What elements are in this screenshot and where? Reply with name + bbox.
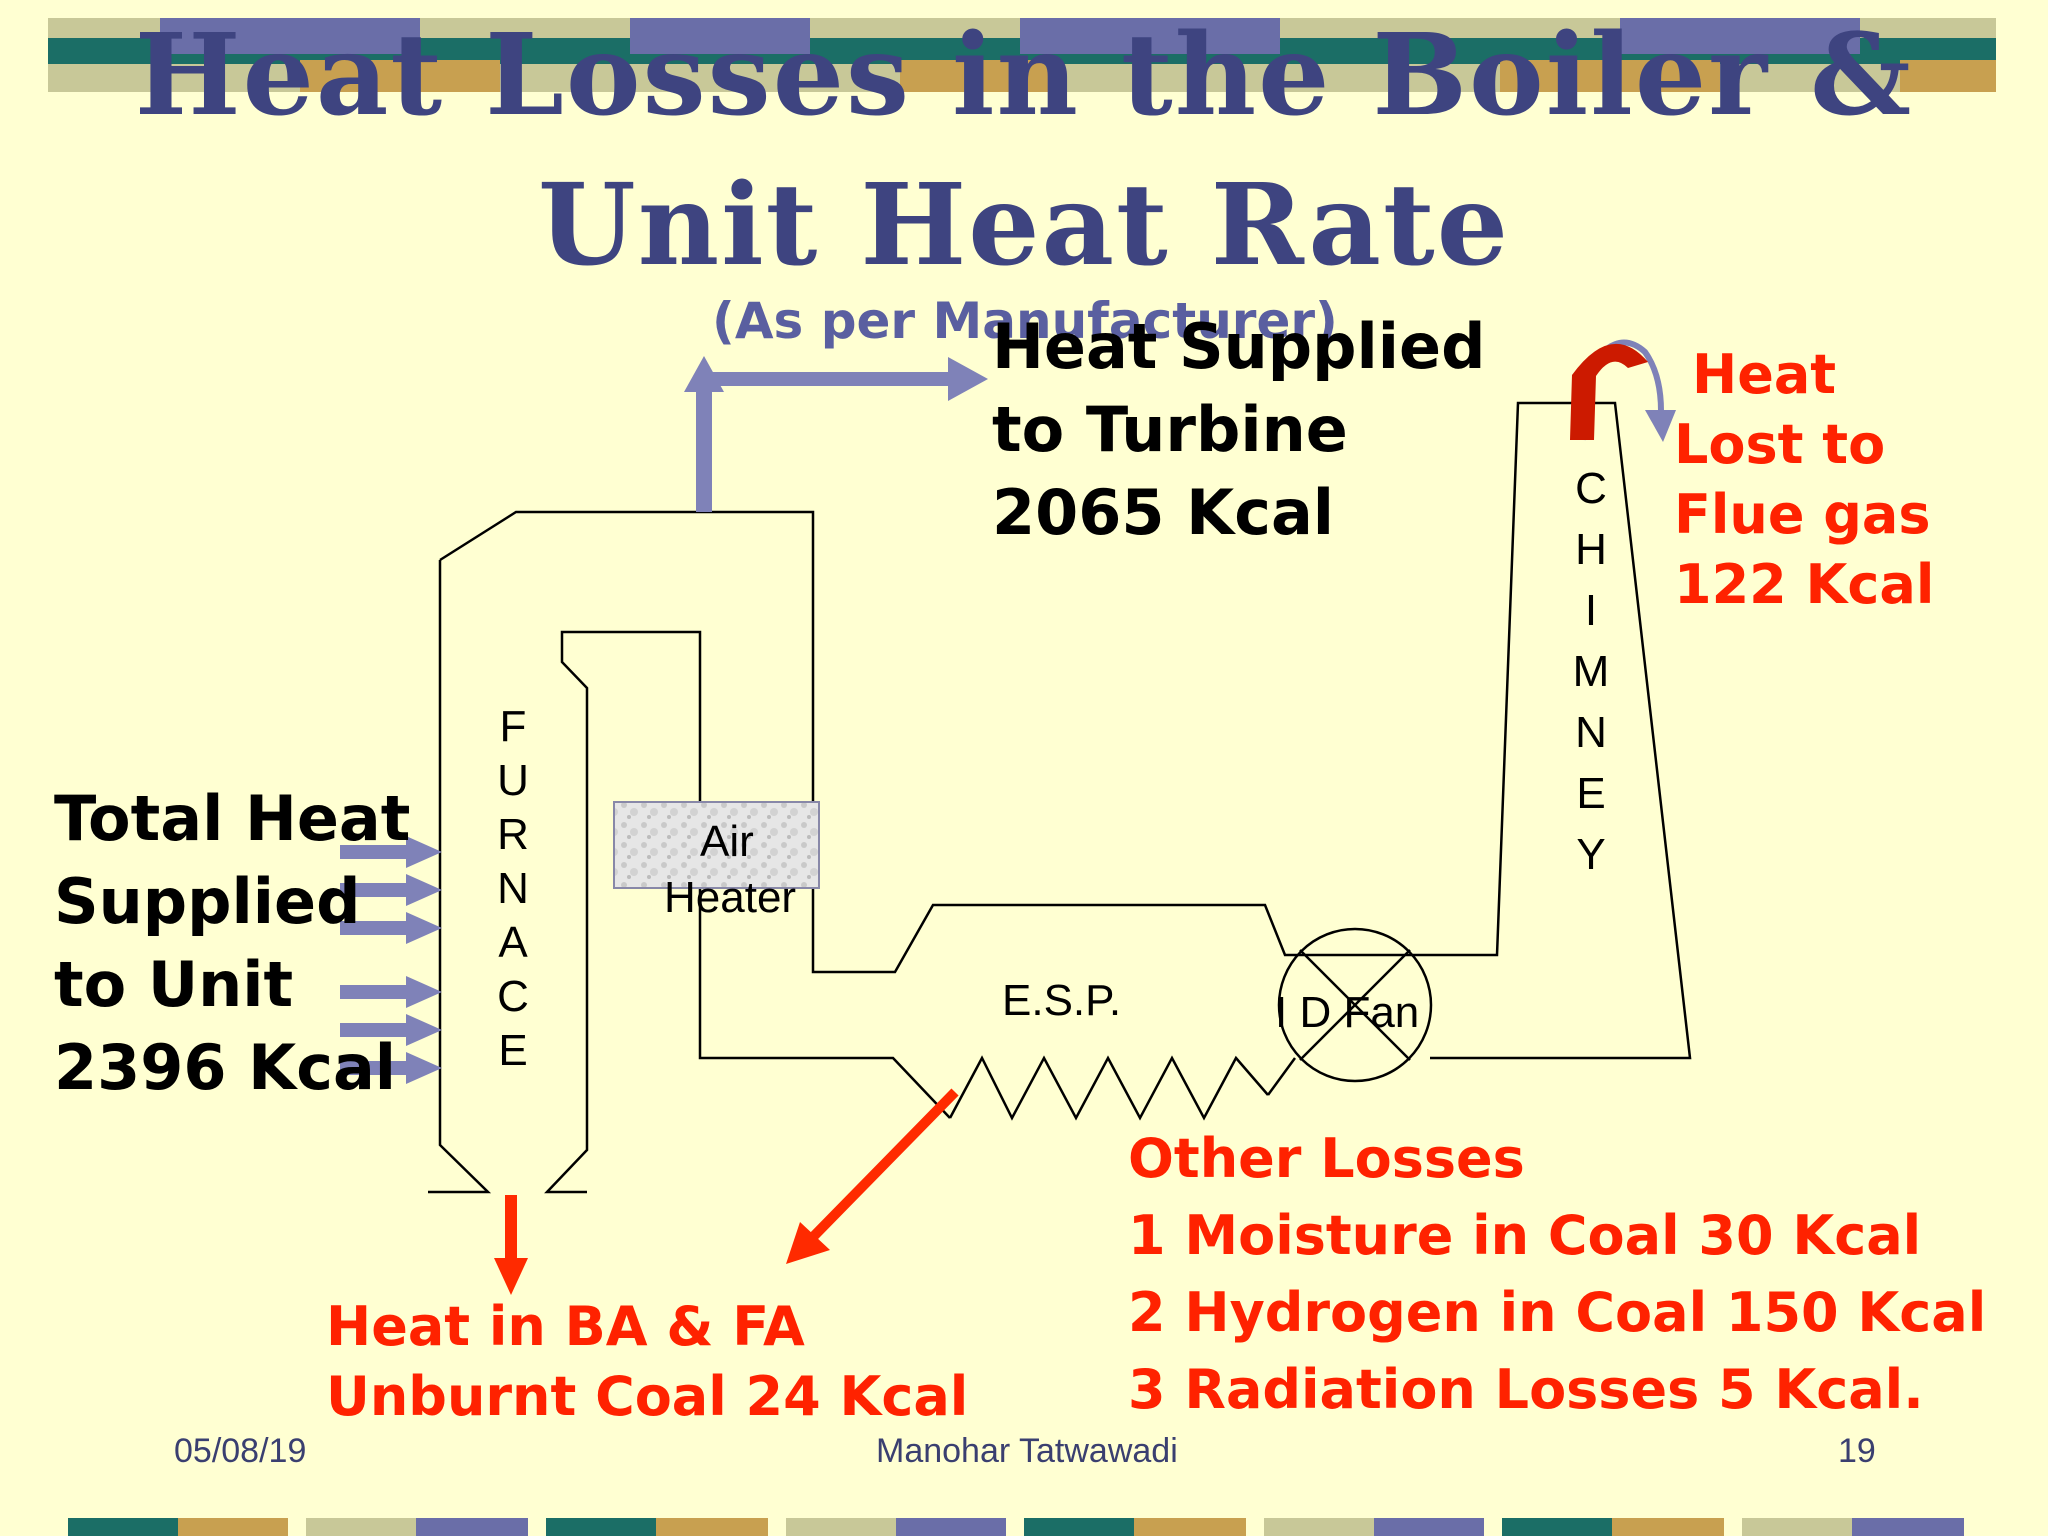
ash-loss-text: Heat in BA & FA Unburnt Coal 24 Kcal [326, 1295, 969, 1428]
furnace-outline [428, 401, 1692, 1194]
flue-gas-arrow [1570, 339, 1676, 442]
air-heater-label-line1: Air [700, 817, 754, 866]
turbine-arrow [684, 356, 988, 512]
flue-gas-loss-text: Heat Lost to Flue gas 122 Kcal [1674, 343, 1935, 616]
air-heater-block [613, 801, 820, 889]
footer-date: 05/08/19 [174, 1432, 307, 1470]
other-losses-list: Other Losses 1 Moisture in Coal 30 Kcal … [1128, 1120, 1986, 1428]
slide-title-line1: Heat Losses in the Boiler & [134, 10, 1914, 141]
other-loss-item: 1 Moisture in Coal 30 Kcal [1128, 1204, 1922, 1267]
id-fan-symbol [1277, 927, 1433, 1083]
esp-label: E.S.P. [1002, 976, 1122, 1025]
footer-author: Manohar Tatwawadi [876, 1432, 1178, 1470]
slide-title-line2: Unit Heat Rate [538, 160, 1510, 291]
air-heater-label-line2: Heater [664, 873, 797, 922]
other-loss-item: 3 Radiation Losses 5 Kcal. [1128, 1358, 1924, 1421]
heat-input-arrows [340, 836, 442, 1084]
turbine-heat-text: Heat Supplied to Turbine 2065 Kcal [992, 310, 1486, 549]
total-heat-text: Total Heat Supplied to Unit 2396 Kcal [54, 782, 411, 1104]
ash-loss-arrows [494, 1088, 959, 1295]
slide-subtitle: (As per Manufacturer) [712, 292, 1338, 350]
other-losses-heading: Other Losses [1128, 1127, 1525, 1190]
id-fan-label: I D Fan [1275, 988, 1420, 1037]
other-loss-item: 2 Hydrogen in Coal 150 Kcal [1128, 1281, 1987, 1344]
footer-page-number: 19 [1838, 1432, 1876, 1470]
